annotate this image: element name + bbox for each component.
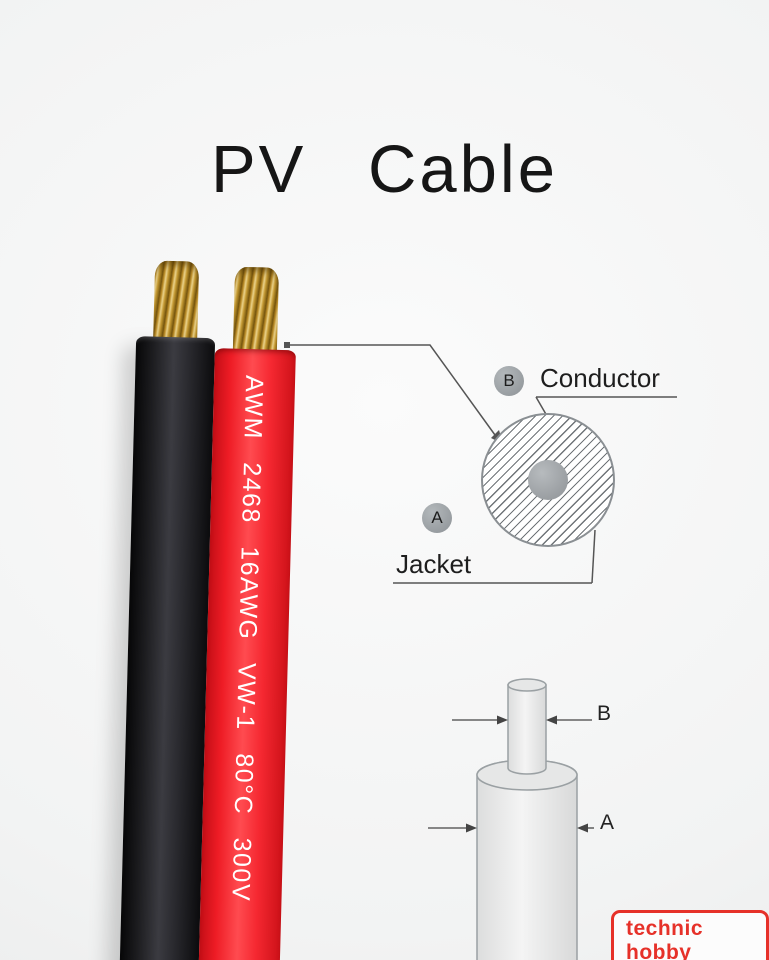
dimension-a-lines [428,823,594,833]
conductor-core [528,460,568,500]
outer-cylinder-top-face [476,759,578,791]
label-badge-a: A [422,503,452,533]
cable-print-text: AWM 2468 16AWG VW-1 80°C 300V [226,374,269,903]
cable-pair: AWM 2468 16AWG VW-1 80°C 300V [108,254,309,960]
copper-conductor-black [152,260,200,348]
brand-logo: technic hobby [611,910,769,960]
dimension-b-lines [452,715,592,725]
outer-cylinder-body [476,759,578,960]
cross-section-circle [481,413,615,547]
label-badge-b: B [494,366,524,396]
dimension-a-label: A [600,811,615,834]
leader-line [284,342,503,444]
dimension-a-arrow-right-icon [577,823,588,833]
dimension-b-label: B [597,702,612,725]
dimension-b-arrow-right-icon [546,715,557,725]
cylinder-diagram [476,678,578,960]
inner-cylinder-top-face [507,678,547,692]
conductor-label: Conductor [540,363,660,393]
dimension-b-arrow-left-icon [497,715,508,725]
page-title: PV Cable [210,131,559,207]
dimension-a-arrow-left-icon [466,823,477,833]
inner-cylinder-body [507,684,547,775]
jacket-label: Jacket [396,549,472,579]
copper-conductor-red [232,266,280,360]
